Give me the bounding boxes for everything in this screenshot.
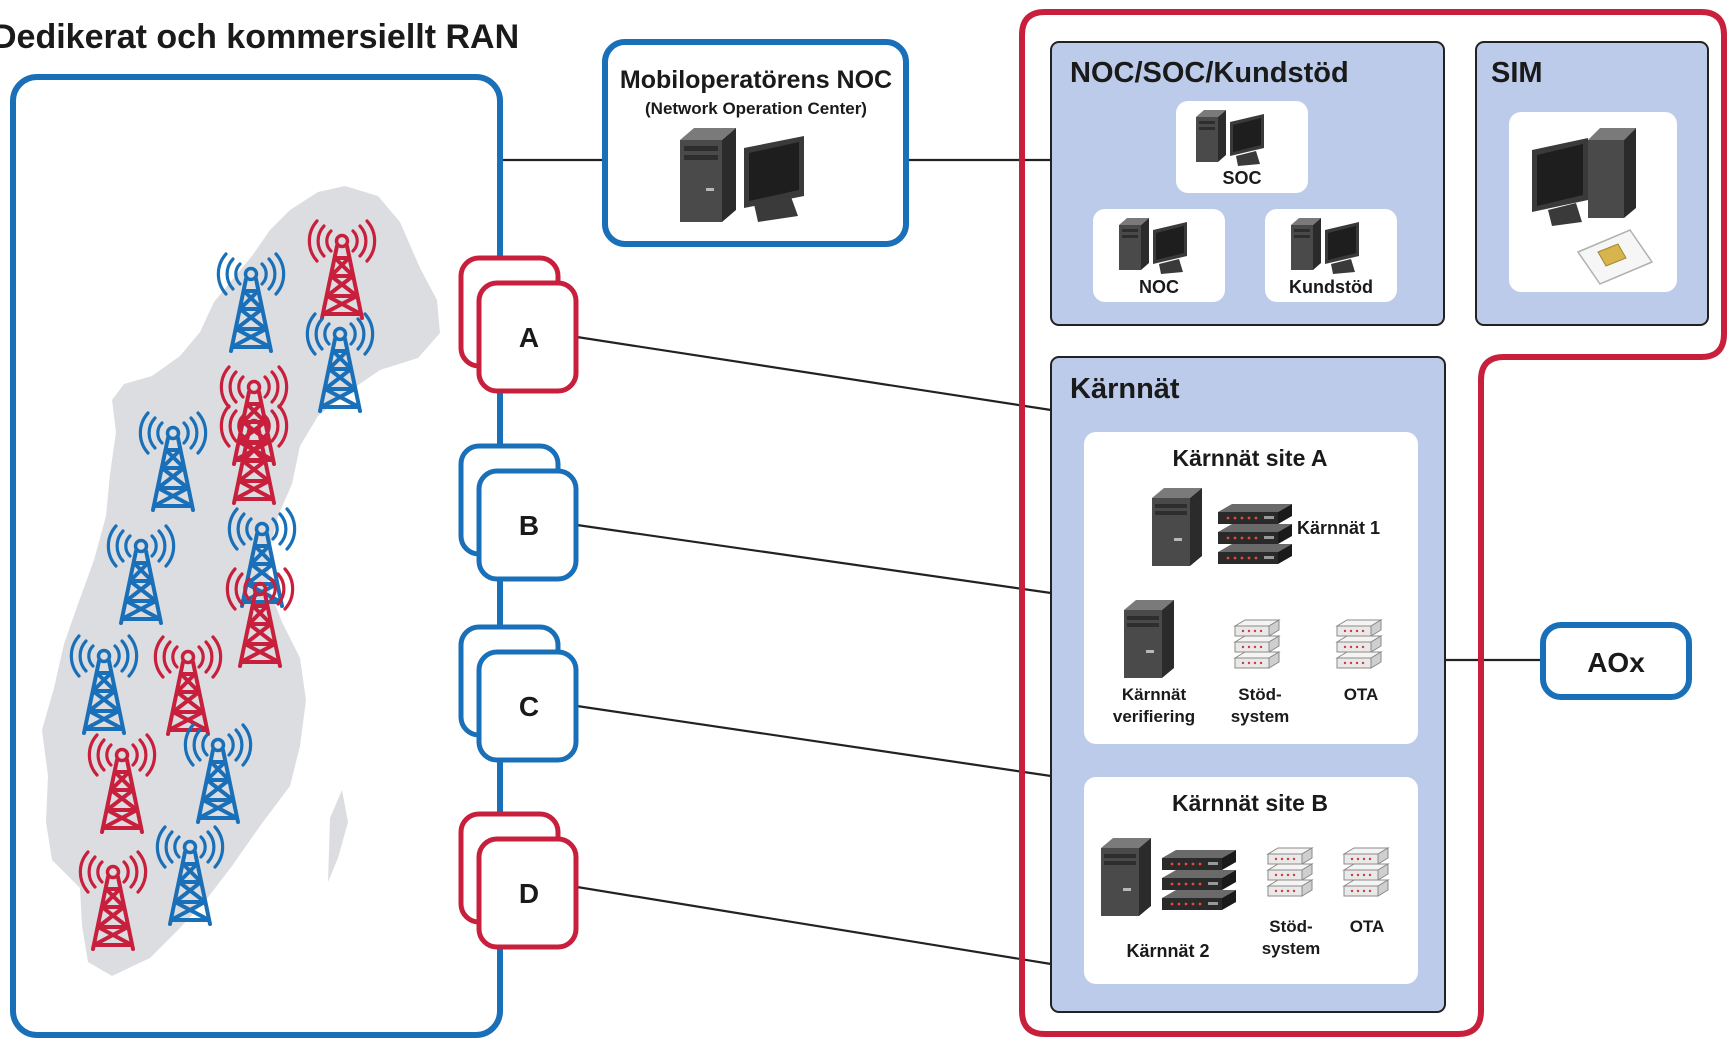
line-a-to-core xyxy=(576,335,1052,412)
diagram-title: Dedikerat och kommersiellt RAN xyxy=(0,18,519,56)
ran-node-card xyxy=(476,280,579,394)
gotland-island xyxy=(328,790,348,882)
support-b-appliance-icon xyxy=(1267,879,1313,897)
kundstod-label: Kundstöd xyxy=(1289,277,1373,297)
support-a-appliance-icon xyxy=(1234,635,1280,653)
ops-panel-title: NOC/SOC/Kundstöd xyxy=(1070,57,1349,89)
operator-noc-title: Mobiloperatörens NOC xyxy=(620,66,892,94)
ran-node-card xyxy=(476,836,579,950)
support-a-appliance-icon xyxy=(1234,619,1280,637)
core-2-rack-icon xyxy=(1162,850,1236,870)
ran-node-c: C xyxy=(458,624,579,763)
sim-chip-icon xyxy=(1576,229,1654,285)
core-1-rack-icon xyxy=(1218,504,1292,524)
sweden-map xyxy=(42,186,440,976)
core-1-rack-icon xyxy=(1218,524,1292,544)
core-site-b xyxy=(1084,777,1418,984)
ran-node-label: C xyxy=(519,691,539,722)
ran-node-label: A xyxy=(519,322,539,353)
aox-box xyxy=(1540,622,1692,700)
core-2-server-icon xyxy=(1101,838,1151,916)
core-1-rack-icon xyxy=(1218,544,1292,564)
core-1-label: Kärnnät 1 xyxy=(1297,518,1380,538)
ran-node-b: B xyxy=(458,443,579,582)
core-verif-label-1: Kärnnät xyxy=(1122,685,1187,704)
ran-node-label: D xyxy=(519,878,539,909)
noc-label: NOC xyxy=(1139,277,1179,297)
ran-node-card xyxy=(476,468,579,582)
ota-b-label: OTA xyxy=(1350,917,1385,936)
ota-b-appliance-icon xyxy=(1343,879,1389,897)
ran-node-a: A xyxy=(458,255,579,394)
core-2-label: Kärnnät 2 xyxy=(1126,941,1209,961)
sim-computer-icon xyxy=(1532,128,1636,226)
connection-lines xyxy=(501,158,1543,966)
core-panel-title: Kärnnät xyxy=(1070,373,1180,405)
core-verif-label-2: verifiering xyxy=(1113,707,1195,726)
line-b-to-core xyxy=(576,523,1052,595)
support-b-label-2: system xyxy=(1262,939,1321,958)
ran-nodes: A B C D xyxy=(458,255,579,950)
support-b-label-1: Stöd- xyxy=(1269,917,1312,936)
core-2-rack-icon xyxy=(1162,870,1236,890)
sim-panel-title: SIM xyxy=(1491,57,1543,89)
operator-noc-subtitle: (Network Operation Center) xyxy=(645,99,867,118)
support-a-label-1: Stöd- xyxy=(1238,685,1281,704)
core-site-b-title: Kärnnät site B xyxy=(1172,790,1328,816)
ota-b-appliance-icon xyxy=(1343,863,1389,881)
support-b-appliance-icon xyxy=(1267,863,1313,881)
ota-a-appliance-icon xyxy=(1336,651,1382,669)
ran-node-label: B xyxy=(519,510,539,541)
aox-label: AOx xyxy=(1587,647,1645,678)
core-2-rack-icon xyxy=(1162,890,1236,910)
operations-frame xyxy=(1019,9,1727,1037)
support-a-appliance-icon xyxy=(1234,651,1280,669)
ran-node-d: D xyxy=(458,811,579,950)
ran-node-card xyxy=(476,649,579,763)
line-d-to-core xyxy=(576,885,1052,966)
core-site-a-title: Kärnnät site A xyxy=(1172,445,1327,471)
line-c-to-core xyxy=(576,704,1052,778)
support-a-label-2: system xyxy=(1231,707,1290,726)
ota-b-appliance-icon xyxy=(1343,847,1389,865)
ota-a-appliance-icon xyxy=(1336,635,1382,653)
core-1-server-icon xyxy=(1152,488,1202,566)
ota-a-appliance-icon xyxy=(1336,619,1382,637)
soc-label: SOC xyxy=(1222,168,1261,188)
ota-a-label: OTA xyxy=(1344,685,1379,704)
support-b-appliance-icon xyxy=(1267,847,1313,865)
core-verif-server-icon xyxy=(1124,600,1174,678)
